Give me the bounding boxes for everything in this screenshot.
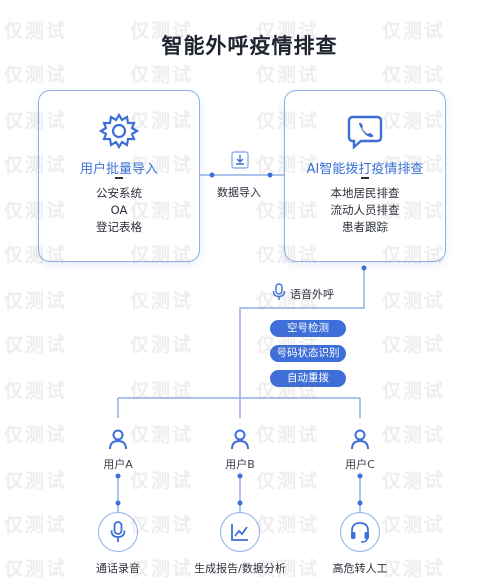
user-icon [109,429,127,450]
user-b: 用户B [210,428,270,472]
page-title: 智能外呼疫情排查 [161,34,338,58]
source-item: 公安系统 [96,186,142,200]
user-a: 用户A [88,428,148,472]
user-label: 用户C [345,458,375,471]
target-item: 流动人员排查 [330,203,400,217]
auto-redial-pill: 自动重拨 [270,370,346,387]
line-chart-icon [231,524,248,541]
gear-icon [99,112,139,150]
target-item: 本地居民排查 [330,186,400,200]
user-import-title: 用户批量导入 [79,162,158,177]
feature-label: 生成报告/数据分析 [194,562,286,575]
screening-targets: 本地居民排查 流动人员排查 患者跟踪 [285,185,445,236]
feature-label: 高危转人工 [332,562,388,575]
download-box-icon [231,151,249,169]
number-status-recognition-pill: 号码状态识别 [270,345,346,362]
user-icon [351,429,369,450]
high-risk-transfer-feature: 高危转人工 [305,512,415,576]
ai-screening-title: AI智能拨打疫情排查 [306,162,424,177]
import-sources: 公安系统 OA 登记表格 [39,185,199,236]
microphone-icon [110,521,126,542]
microphone-icon [272,283,286,300]
call-recording-feature: 通话录音 [63,512,173,576]
report-analysis-feature: 生成报告/数据分析 [185,512,295,576]
ai-screening-card: AI智能拨打疫情排查 本地居民排查 流动人员排查 患者跟踪 [284,90,446,262]
source-item: 登记表格 [96,220,142,234]
voice-call-label: 语音外呼 [290,288,334,301]
headset-icon [351,522,369,543]
data-import-label: 数据导入 [217,186,261,199]
user-c: 用户C [330,428,390,472]
target-item: 患者跟踪 [342,220,388,234]
empty-number-detection-pill: 空号检测 [270,320,346,337]
user-label: 用户B [225,458,255,471]
title-divider [115,177,123,179]
voice-connector [239,268,365,398]
chat-phone-icon [347,115,383,150]
user-import-card: 用户批量导入 公安系统 OA 登记表格 [38,90,200,262]
user-label: 用户A [103,458,133,471]
feature-label: 通话录音 [96,562,140,575]
source-item: OA [110,203,128,217]
title-divider [361,177,369,179]
user-icon [231,429,249,450]
